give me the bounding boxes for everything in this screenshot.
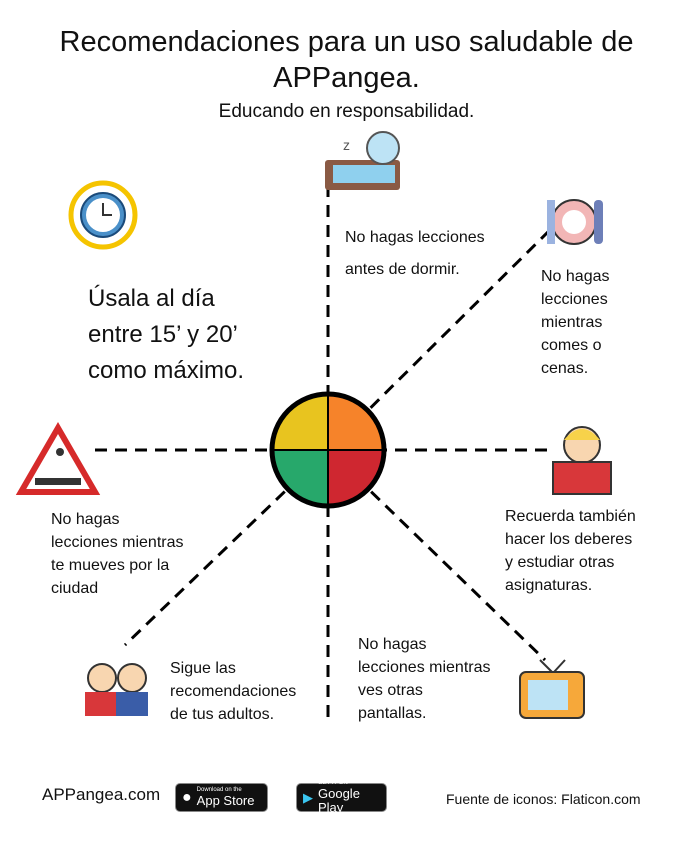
subtitle: Educando en responsabilidad. — [218, 101, 475, 122]
tip-line: hacer los deberes — [505, 531, 633, 548]
tip-line: pantallas. — [358, 705, 427, 722]
tip-line: Úsala al día — [88, 285, 215, 312]
tip-line: ves otras — [358, 682, 423, 699]
tip-line: Sigue las — [170, 660, 236, 677]
tip-line: mientras — [541, 314, 603, 331]
icon-credits: Fuente de iconos: Flaticon.com — [446, 791, 641, 807]
sleep-bed-icon: z — [325, 131, 400, 190]
tip-line: lecciones mientras — [358, 659, 491, 676]
usage-time-tip: Úsala al día entre 15’ y 20’ como máximo… — [88, 281, 244, 389]
tip-study: Recuerda también hacer los deberes y est… — [505, 505, 636, 597]
tip-line: de tus adultos. — [170, 706, 275, 723]
crosswalk-sign-icon — [15, 422, 101, 495]
boy-reading-icon — [552, 426, 612, 495]
television-icon — [519, 659, 585, 719]
food-plate-icon — [547, 199, 603, 245]
tip-line: Recuerda también — [505, 508, 636, 525]
tip-line: No hagas lecciones — [345, 229, 485, 246]
title-line-2: APPangea. — [273, 62, 420, 94]
tip-line: lecciones — [541, 291, 608, 308]
badge-small-text: Download on the — [196, 787, 242, 793]
play-icon: ▶ — [303, 789, 313, 805]
children-icon — [85, 663, 148, 716]
site-link[interactable]: APPangea.com — [42, 785, 161, 804]
badge-big-text: Google Play — [318, 786, 360, 815]
tip-line: recomendaciones — [170, 683, 297, 700]
apple-icon: ● — [182, 788, 192, 806]
tip-line: asignaturas. — [505, 577, 593, 594]
badge-big-text: App Store — [196, 793, 255, 808]
clock-refresh-icon — [68, 180, 138, 250]
puzzle-circle-icon — [269, 391, 387, 509]
tip-line: No hagas — [358, 636, 427, 653]
tip-line: lecciones mientras — [51, 534, 184, 551]
tip-line: ciudad — [51, 580, 99, 597]
tip-sleep: No hagas lecciones antes de dormir. — [345, 222, 485, 286]
tip-line: y estudiar otras — [505, 554, 615, 571]
tip-adults: Sigue las recomendaciones de tus adultos… — [170, 657, 296, 726]
title-line-1: Recomendaciones para un uso saludable de — [59, 26, 634, 58]
tip-line: cenas. — [541, 360, 589, 377]
svg-text:z: z — [343, 137, 350, 153]
tip-line: como máximo. — [88, 357, 245, 384]
tip-line: comes o — [541, 337, 602, 354]
tip-line: No hagas — [51, 511, 120, 528]
tip-eat: No hagas lecciones mientras comes o cena… — [541, 265, 610, 380]
tip-line: antes de dormir. — [345, 261, 460, 278]
badge-small-text: GET IT ON — [318, 780, 348, 786]
tip-line: entre 15’ y 20’ — [88, 321, 238, 348]
tip-line: te mueves por la — [51, 557, 170, 574]
tip-line: No hagas — [541, 268, 610, 285]
tip-screens: No hagas lecciones mientras ves otras pa… — [358, 633, 491, 725]
tip-city: No hagas lecciones mientras te mueves po… — [51, 508, 184, 600]
page-title: Recomendaciones para un uso saludable de… — [0, 24, 693, 96]
